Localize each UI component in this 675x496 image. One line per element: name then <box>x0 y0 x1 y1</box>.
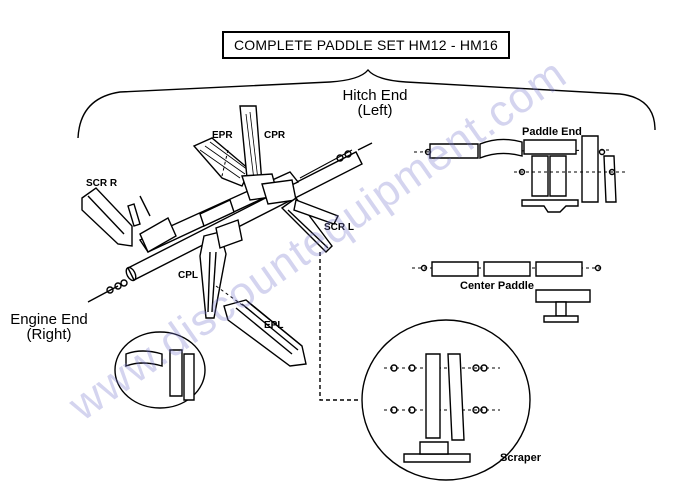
paddle-cpr <box>239 105 297 205</box>
part-label-scr-r: SCR R <box>86 178 118 189</box>
part-label-epl: EPL <box>264 320 284 331</box>
diagram-title: COMPLETE PADDLE SET HM12 - HM16 <box>222 31 510 59</box>
hitch-end-bolt <box>336 142 373 162</box>
hitch-end-label-line1: Hitch End <box>342 87 408 104</box>
center-paddle-detail <box>412 261 604 323</box>
guide-line-scr-l <box>319 252 360 401</box>
scraper-label: Scraper <box>500 452 541 464</box>
guide-line-epr <box>221 149 229 177</box>
part-label-cpr: CPR <box>264 130 286 141</box>
hitch-end-bracket <box>77 68 656 139</box>
scraper-right <box>81 187 177 253</box>
center-paddle-label: Center Paddle <box>460 280 534 292</box>
hitch-end-label: Hitch End (Left) <box>340 88 410 118</box>
paddle-epl <box>223 299 307 367</box>
engine-end-bolt <box>87 279 128 303</box>
scraper-detail-circle <box>361 319 531 481</box>
paddle-epr <box>192 137 251 187</box>
engine-end-label-line1: Engine End <box>10 311 88 328</box>
paddle-end-label: Paddle End <box>522 126 582 138</box>
paddle-end-detail <box>413 135 626 213</box>
engine-end-label: Engine End (Right) <box>6 312 92 342</box>
hitch-end-label-line2: (Left) <box>357 102 393 119</box>
detail-circle-left <box>114 331 206 409</box>
guide-line-cpl-epl <box>215 285 253 313</box>
part-label-cpl: CPL <box>178 270 198 281</box>
scraper-left <box>280 197 339 253</box>
engine-end-label-line2: (Right) <box>26 326 72 343</box>
part-label-epr: EPR <box>212 130 233 141</box>
part-label-scr-l: SCR L <box>324 222 354 233</box>
paddle-cpl <box>199 219 243 319</box>
